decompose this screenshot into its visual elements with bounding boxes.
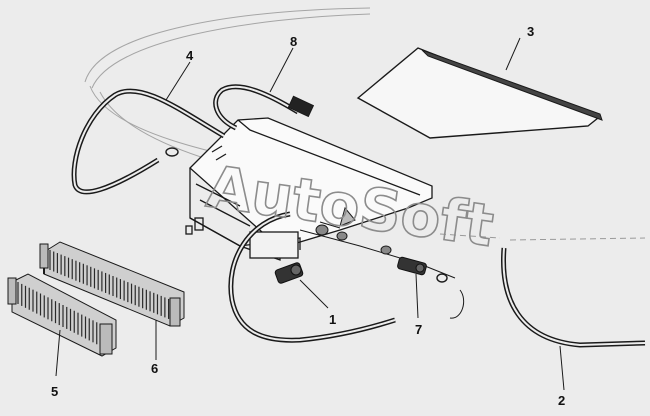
part-5-radiator [7, 273, 117, 377]
callout-4: 4 [186, 48, 194, 63]
part-3-cover-panel [356, 37, 603, 139]
callout-1: 1 [329, 312, 336, 327]
part-2-hose [439, 233, 646, 391]
lower-hose [228, 211, 396, 343]
part-1-fitting [274, 262, 329, 309]
part-8-hose [213, 47, 315, 131]
part-4-hose [71, 61, 226, 195]
heater-housing [185, 117, 433, 261]
callout-7: 7 [415, 322, 422, 337]
callout-3: 3 [527, 24, 534, 39]
part-6-radiator [39, 241, 185, 360]
callout-6: 6 [151, 361, 158, 376]
callout-5: 5 [51, 384, 58, 399]
callout-8: 8 [290, 34, 297, 49]
part-7-fitting [397, 256, 427, 319]
callout-2: 2 [558, 393, 565, 408]
connecting-pipes [299, 206, 465, 319]
